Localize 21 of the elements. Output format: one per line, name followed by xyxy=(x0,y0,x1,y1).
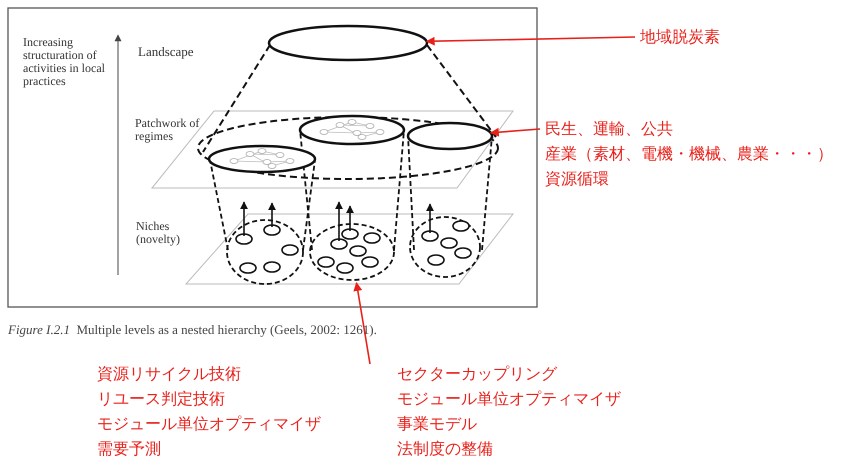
callout-text: 資源リサイクル技術 xyxy=(97,363,241,385)
callout-text: セクターカップリング xyxy=(397,363,557,385)
leader-line xyxy=(426,36,636,46)
level-label: Patchwork of regimes xyxy=(135,117,200,143)
callout-text: 資源循環 xyxy=(545,168,609,190)
callout-text: リユース判定技術 xyxy=(97,388,225,410)
level-label: Landscape xyxy=(138,45,195,58)
axis-label: Increasing structuration of activities in local practices xyxy=(23,36,106,88)
callout-text: モジュール単位オプティマイザ xyxy=(97,413,321,435)
callout-text: 需要予測 xyxy=(97,438,161,460)
landscape-ellipse xyxy=(268,24,428,62)
callout-text: 民生、運輸、公共 xyxy=(545,118,673,140)
callout-text: 事業モデル xyxy=(397,413,477,435)
callout-text: 法制度の整備 xyxy=(397,438,493,460)
level-label: Niches (novelty) xyxy=(136,220,181,246)
leader-line xyxy=(490,128,540,137)
regime-ellipse xyxy=(406,122,494,150)
callout-text: 産業（素材、電機・機械、農業・・・） xyxy=(545,143,833,165)
callout-text: 地域脱炭素 xyxy=(640,26,720,48)
callout-text: モジュール単位オプティマイザ xyxy=(397,388,621,410)
niche-ellipse xyxy=(309,223,395,281)
